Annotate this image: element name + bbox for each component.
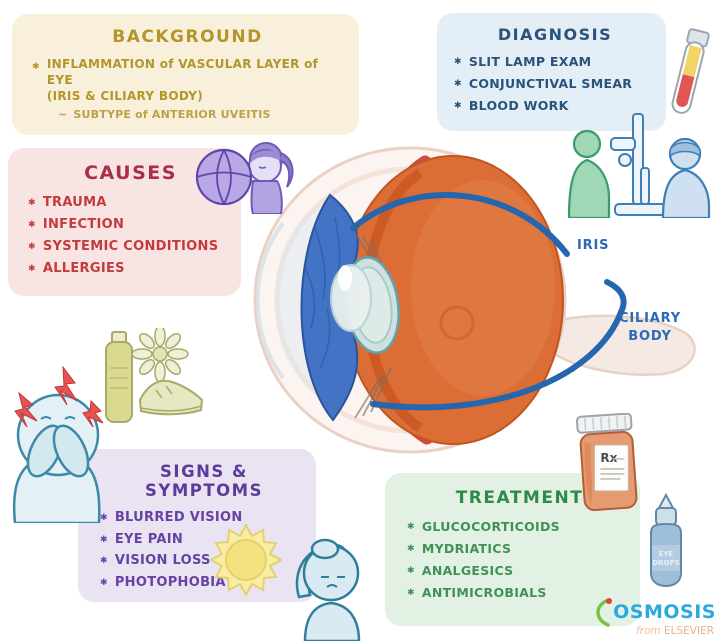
rx-text: Rx	[600, 451, 617, 465]
asterisk-bullet-icon: ✱	[28, 198, 36, 208]
pain-lightning-icon	[14, 365, 104, 428]
headache-illustration	[295, 538, 361, 641]
treatment-item: ANTIMICROBIALS	[421, 585, 547, 600]
causes-item: TRAUMA	[42, 195, 107, 210]
diagnosis-item: SLIT LAMP EXAM	[468, 54, 592, 69]
slit-lamp-exam-illustration	[567, 113, 711, 218]
signs-item: VISION LOSS	[114, 553, 211, 568]
asterisk-bullet-icon: ✱	[28, 264, 36, 274]
background-item: INFLAMMATION of VASCULAR LAYER of EYE (I…	[46, 57, 319, 103]
patient-body	[661, 168, 711, 218]
asterisk-bullet-icon: ✱	[454, 79, 462, 89]
ciliary-body-pointer-line	[370, 279, 627, 411]
asterisk-bullet-icon: ✱	[100, 534, 108, 545]
asterisk-bullet-icon: ✱	[454, 57, 462, 67]
ciliary-body-label: CILIARY BODY	[619, 311, 681, 344]
basketball-icon	[195, 148, 253, 206]
diagnosis-title: DIAGNOSIS	[497, 25, 613, 44]
hand	[52, 424, 90, 478]
elsevier-tagline: from ELSEVIER	[635, 625, 714, 637]
eye-drops-icon: EYE DROPS	[650, 493, 682, 588]
osmosis-wordmark: OSMOSIS	[613, 601, 716, 623]
diagnosis-panel: DIAGNOSIS ✱ SLIT LAMP EXAM ✱ CONJUNCTIVAL …	[437, 13, 666, 131]
tilde-bullet-icon: ~	[58, 108, 68, 121]
background-title: BACKGROUND	[112, 27, 263, 47]
asterisk-bullet-icon: ✱	[100, 556, 108, 566]
blood-test-tube-icon	[671, 28, 710, 114]
causes-title: CAUSES	[84, 162, 177, 184]
slit-lamp-eyepiece	[610, 137, 636, 151]
flower-icon	[131, 328, 189, 383]
eye-drops-label-line1: EYE	[659, 550, 674, 558]
torso	[250, 180, 283, 214]
treatment-panel: TREATMENT ✱ GLUCOCORTICOIDS ✱ MYDRIATICS ✱…	[385, 473, 640, 626]
asterisk-bullet-icon: ✱	[100, 577, 108, 588]
causes-item: SYSTEMIC CONDITIONS	[42, 239, 219, 254]
osmosis-logo-mark-icon	[596, 598, 613, 627]
iris-pointer-line	[350, 192, 570, 257]
asterisk-bullet-icon: ✱	[28, 220, 36, 230]
bottle-icon	[105, 341, 133, 423]
zonule-fibers	[354, 232, 392, 419]
osmosis-logo: OSMOSIS from ELSEVIER	[590, 597, 716, 637]
treatment-title: TREATMENT	[455, 488, 584, 508]
ponytail	[276, 151, 294, 188]
blood	[676, 74, 695, 107]
signs-item: EYE PAIN	[114, 531, 184, 547]
treatment-item: ANALGESICS	[421, 563, 514, 578]
signs-symptoms-panel: SIGNS & SYMPTOMS ✱ BLURRED VISION ✱ EYE PA…	[78, 449, 316, 602]
asterisk-bullet-icon: ✱	[407, 588, 415, 598]
background-sub-item: SUBTYPE of ANTERIOR UVEITIS	[73, 108, 271, 121]
rx-pill-bottle-icon: Rx	[575, 413, 638, 512]
body	[303, 601, 361, 641]
dropper-cap	[655, 507, 677, 526]
eye-cross-section-illustration	[253, 146, 696, 454]
causes-item: INFECTION	[42, 217, 125, 232]
doctor-head	[572, 129, 602, 159]
asterisk-bullet-icon: ✱	[407, 522, 415, 532]
asterisk-bullet-icon: ✱	[100, 513, 108, 523]
asterisk-bullet-icon: ✱	[28, 242, 36, 252]
background-panel: BACKGROUND ✱ INFLAMMATION of VASCULAR LA…	[12, 14, 359, 135]
sneaker-icon	[138, 379, 204, 416]
hand	[310, 538, 340, 560]
asterisk-bullet-icon: ✱	[32, 62, 40, 72]
sun-icon	[210, 524, 282, 596]
causes-item: ALLERGIES	[42, 261, 125, 276]
cornea	[255, 221, 285, 380]
doctor-body	[567, 158, 611, 218]
treatment-item: GLUCOCORTICOIDS	[421, 519, 560, 534]
signs-item: BLURRED VISION	[114, 510, 243, 525]
eye-pain-illustration	[12, 365, 104, 523]
diagnosis-item: BLOOD WORK	[468, 98, 569, 113]
eye-drops-label-line2: DROPS	[652, 559, 679, 567]
dropper-tip	[657, 493, 675, 509]
diagnosis-item: CONJUNCTIVAL SMEAR	[468, 76, 633, 91]
serum	[682, 45, 702, 78]
asterisk-bullet-icon: ✱	[407, 544, 415, 554]
signs-item: PHOTOPHOBIA	[114, 574, 226, 590]
allergen-icons	[105, 328, 204, 423]
treatment-item: MYDRIATICS	[421, 541, 512, 556]
trauma-basketball-illustration	[195, 142, 294, 214]
asterisk-bullet-icon: ✱	[407, 566, 415, 576]
signs-symptoms-title: SIGNS & SYMPTOMS	[145, 462, 263, 500]
asterisk-bullet-icon: ✱	[454, 101, 462, 111]
causes-panel: CAUSES ✱ TRAUMA ✱ INFECTION ✱ SYSTEMIC COND…	[8, 148, 241, 296]
iris-label: IRIS	[577, 238, 610, 253]
